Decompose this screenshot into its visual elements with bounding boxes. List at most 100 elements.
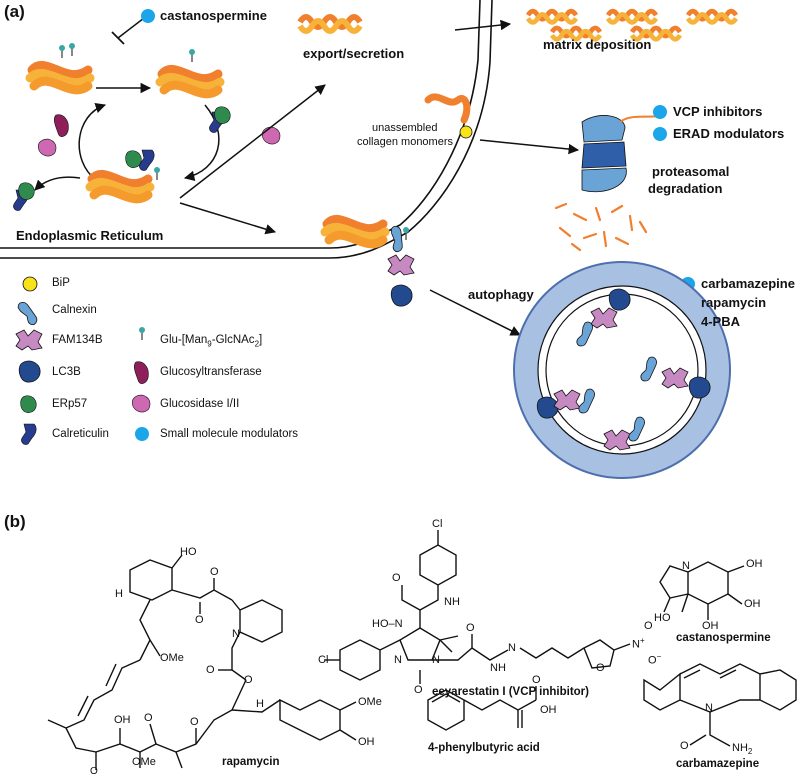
glucosyltransferase-icon <box>133 361 149 384</box>
legend-glycan: Glu-[Man9-GlcNAc2] <box>160 334 263 349</box>
legend-glucosidase: Glucosidase I/II <box>160 398 240 410</box>
fam134b-icon <box>15 329 43 351</box>
collagen-trimer-1 <box>30 65 90 89</box>
atom-ho-cast: HO <box>654 612 671 624</box>
atom-n-cast: N <box>682 560 690 572</box>
atom-n-rapa: N <box>232 628 240 640</box>
atom-o-cbz: O <box>680 740 689 752</box>
glycan-3 <box>188 48 196 63</box>
glycan-icon <box>138 326 146 341</box>
eeyarestatin-name: eeyarestatin I (VCP inhibitor) <box>432 686 589 698</box>
small-molecule-dot-castanospermine <box>141 9 155 23</box>
rapamycin-structure <box>47 554 357 770</box>
atom-o-eey-5: O <box>644 620 653 632</box>
atom-o-rapa-7: O <box>190 716 199 728</box>
atom-cl-eey-1: Cl <box>432 518 443 530</box>
pathway-arrows <box>179 19 580 336</box>
legend-erp57: ERp57 <box>52 398 88 410</box>
atom-hon-eey: HO–N <box>372 618 403 630</box>
atom-ho-rapa: HO <box>180 546 197 558</box>
atom-o-rapa-1: O <box>210 566 219 578</box>
atom-oh-pba: OH <box>540 704 557 716</box>
legend-lc3b: LC3B <box>52 366 81 378</box>
atom-h-rapa-2: H <box>256 698 264 710</box>
collagen-trimer-3 <box>90 174 150 198</box>
unassembled-label-2: collagen monomers <box>357 136 453 148</box>
export-secretion-label: export/secretion <box>303 46 405 61</box>
legend-small-molecule: Small molecule modulators <box>160 428 299 440</box>
erp57-free <box>214 106 231 124</box>
phenylbutyric-name: 4-phenylbutyric acid <box>428 742 540 754</box>
bip-bound <box>459 125 473 139</box>
atom-oh-cast-3: OH <box>702 620 719 632</box>
atom-o-rapa-5: O <box>144 712 153 724</box>
matrix-fibers <box>528 11 736 39</box>
unassembled-monomer <box>424 93 471 124</box>
atom-o-eey-1: O <box>392 572 401 584</box>
collagen-erphagy <box>325 219 385 243</box>
atom-nh2-cbz: NH2 <box>732 742 753 757</box>
atom-ome-rapa-3: OMe <box>358 696 382 708</box>
4pba-drug-label: 4-PBA <box>701 314 741 329</box>
atom-oh-rapa-2: OH <box>358 736 375 748</box>
erp57-bound <box>125 150 142 168</box>
small-molecule-icon <box>135 427 149 441</box>
glucosidase-icon <box>131 394 151 413</box>
legend-fam134b: FAM134B <box>52 334 103 346</box>
legend-calnexin: Calnexin <box>52 304 97 316</box>
glycan-4 <box>153 166 161 181</box>
calreticulin-bound <box>139 149 155 171</box>
lc3b-auto-2 <box>536 396 559 419</box>
matrix-deposition-label: matrix deposition <box>543 37 652 52</box>
glucosyltransferase-free <box>53 114 69 137</box>
castanospermine-name: castanospermine <box>676 632 771 644</box>
rapamycin-drug-label: rapamycin <box>701 295 767 310</box>
legend-glucosyltransferase: Glucosyltransferase <box>160 366 262 378</box>
secreted-collagen-helix <box>300 17 360 31</box>
atom-h-rapa: H <box>115 588 123 600</box>
proteasome <box>581 115 661 193</box>
proteasomal-label-1: proteasomal <box>652 164 730 179</box>
legend-icons <box>12 276 151 445</box>
unassembled-label-1: unassembled <box>372 122 438 134</box>
atom-o-pba: O <box>532 674 541 686</box>
eeyarestatin-structure <box>324 530 631 684</box>
atom-oh-cast-1: OH <box>746 558 763 570</box>
atom-o-rapa-4: O <box>244 674 253 686</box>
atom-ome-rapa-1: OMe <box>160 652 184 664</box>
castanospermine-structure <box>659 561 745 620</box>
erp57-icon <box>20 395 37 413</box>
atom-oh-cast-2: OH <box>744 598 761 610</box>
fam134b-membrane <box>387 254 415 276</box>
atom-n-eey-2: N <box>432 654 440 666</box>
peptide-fragments <box>554 202 648 252</box>
calreticulin-icon <box>21 423 37 445</box>
bip-icon <box>22 276 38 292</box>
glucosidase-free-2 <box>261 126 281 145</box>
panel-b-label: (b) <box>4 512 26 531</box>
castanospermine-label: castanospermine <box>160 8 267 23</box>
atom-o-rapa-6: O <box>90 766 98 777</box>
legend-bip: BiP <box>52 277 70 289</box>
lc3b-icon <box>18 360 41 383</box>
vcp-inhibitors-label: VCP inhibitors <box>673 104 763 119</box>
er-label: Endoplasmic Reticulum <box>16 228 164 243</box>
erad-modulators-label: ERAD modulators <box>673 126 785 141</box>
atom-no2-eey: N+ <box>632 636 645 651</box>
atom-o-eey-3: O <box>466 622 475 634</box>
carbamazepine-name: carbamazepine <box>676 758 760 770</box>
atom-n-cbz: N <box>705 702 713 714</box>
atom-n-eey-1: N <box>394 654 402 666</box>
autophagy-label: autophagy <box>468 287 534 302</box>
glycan-1 <box>58 44 66 59</box>
phenylbutyric-structure <box>427 686 537 731</box>
atom-nh-eey-2: NH <box>490 662 506 674</box>
erp57-free-2 <box>18 182 35 200</box>
panel-a-label: (a) <box>4 2 25 21</box>
carbamazepine-drug-label: carbamazepine <box>701 276 795 291</box>
atom-ome-rapa-2: OMe <box>132 756 156 768</box>
atom-n-eey-3: N <box>508 642 516 654</box>
atom-ominus-eey: O− <box>648 652 662 667</box>
calnexin-icon <box>12 300 43 327</box>
